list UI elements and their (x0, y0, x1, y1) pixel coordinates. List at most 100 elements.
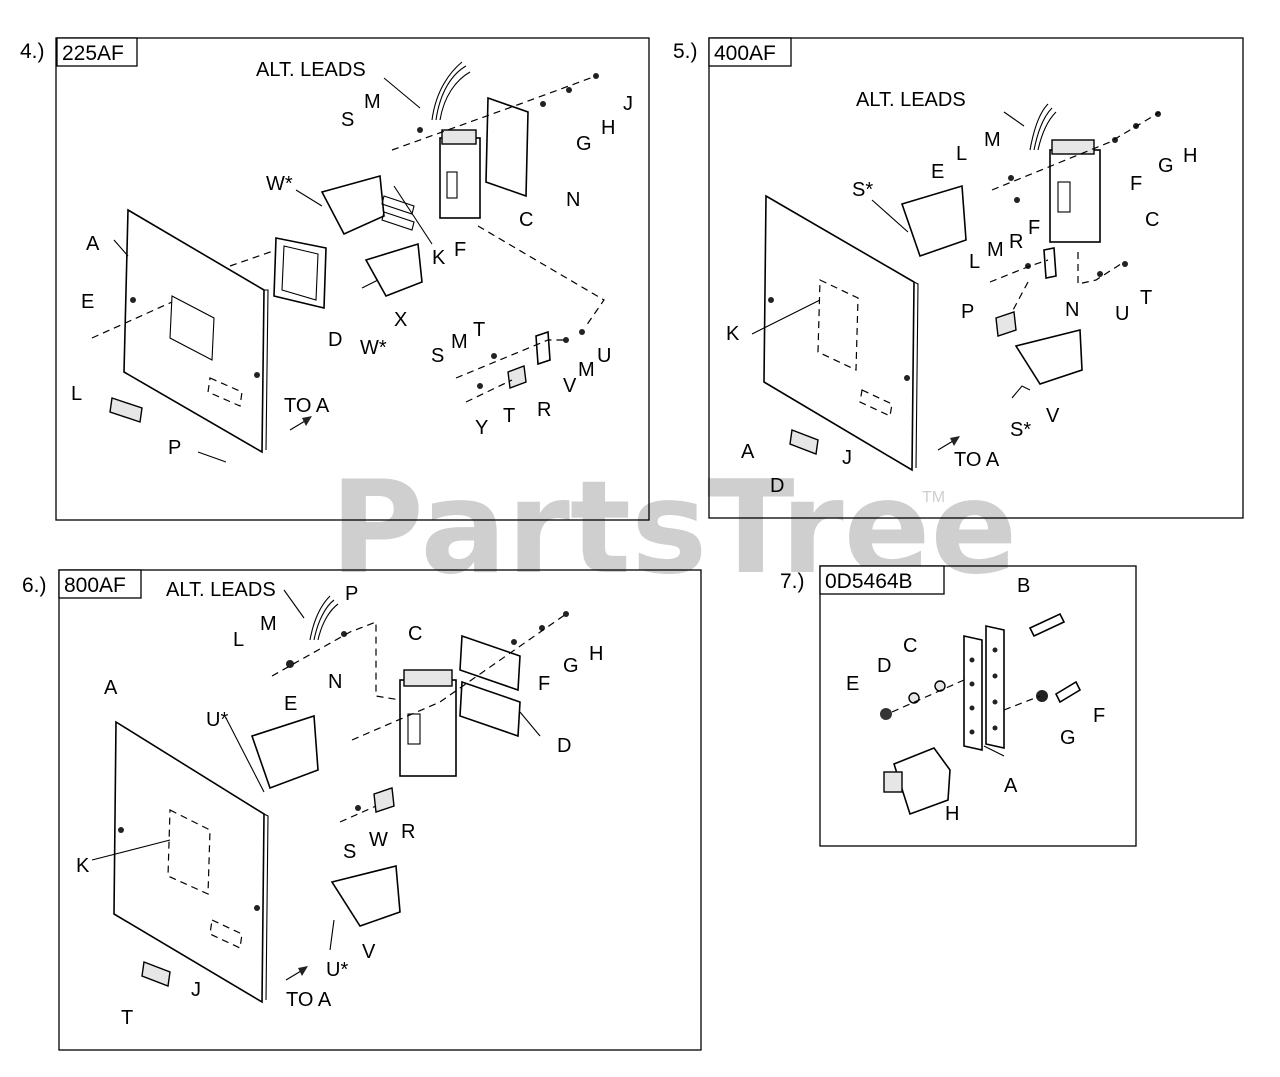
label-n: N (566, 189, 580, 211)
label-alt-leads: ALT. LEADS (856, 89, 966, 111)
plate-knockout (209, 919, 243, 949)
label-a: A (1004, 775, 1018, 797)
leader-line (751, 299, 821, 335)
bus-hole (992, 673, 998, 679)
label-s: S (431, 345, 444, 367)
nut (880, 708, 892, 720)
bus-hole (969, 705, 975, 711)
plate-cutout (817, 279, 859, 371)
label-h: H (1183, 145, 1197, 167)
panel-code: 800AF (64, 574, 126, 597)
label-a: A (104, 677, 118, 699)
assembly-line (465, 379, 513, 403)
label-g: G (563, 655, 579, 677)
leader-line (983, 745, 1005, 757)
bracket (535, 330, 551, 366)
bus-hole (992, 647, 998, 653)
panel-code: 400AF (714, 42, 776, 65)
hardware (1122, 261, 1128, 267)
panel-code: 225AF (62, 42, 124, 65)
label-r: R (401, 821, 415, 843)
arrow-head (302, 416, 312, 426)
leader-line (91, 839, 171, 861)
lug (373, 787, 395, 813)
barrier-plate (459, 680, 521, 738)
hardware (1008, 175, 1014, 181)
label-v: V (362, 941, 376, 963)
label-s-star: S* (852, 179, 873, 201)
label-h: H (601, 117, 615, 139)
label-f: F (454, 239, 466, 261)
hardware (1014, 197, 1020, 203)
leader-line (1003, 111, 1025, 127)
watermark-trademark: TM (922, 489, 945, 506)
grille (141, 961, 171, 987)
hardware (1097, 271, 1103, 277)
label-s: S (343, 841, 356, 863)
terminal-cover (250, 714, 319, 790)
panel-400af: 5.) 400AF ALT. (673, 37, 1244, 519)
leader-line (519, 711, 541, 737)
lug (507, 365, 527, 389)
leader-line (1011, 385, 1031, 399)
circuit-breaker (399, 679, 457, 777)
label-l: L (956, 143, 967, 165)
assembly-line (229, 249, 277, 267)
hardware (286, 660, 294, 668)
plate-hole (904, 375, 910, 381)
hardware (341, 631, 347, 637)
nut (1036, 690, 1048, 702)
assembly-line (991, 111, 1161, 191)
label-f: F (1130, 173, 1142, 195)
label-t: T (1140, 287, 1152, 309)
label-n: N (328, 671, 342, 693)
label-b: B (1017, 575, 1030, 597)
label-v: V (1046, 405, 1060, 427)
plate-cutout (169, 295, 215, 361)
label-y: Y (475, 417, 488, 439)
insert (381, 211, 415, 231)
plate-hole (768, 297, 774, 303)
panel-number: 7.) (780, 570, 805, 593)
plate-edge (263, 813, 269, 1001)
panel-frame (819, 565, 1137, 847)
terminal-cover (364, 242, 423, 297)
panel-code-box (708, 37, 792, 67)
label-m: M (260, 613, 277, 635)
assembly-line (455, 339, 566, 379)
label-s-star: S* (1010, 419, 1031, 441)
alt-leads-wires (309, 595, 339, 641)
label-c: C (408, 623, 422, 645)
label-k: K (432, 247, 446, 269)
label-j: J (191, 979, 201, 1001)
label-u-star: U* (206, 709, 228, 731)
label-w-star: W* (266, 173, 293, 195)
leader-line (871, 199, 909, 233)
label-j: J (842, 447, 852, 469)
label-n: N (1065, 299, 1079, 321)
mounting-plate (113, 720, 265, 1004)
assembly-line (339, 805, 377, 823)
grille (109, 397, 143, 423)
label-t: T (473, 319, 485, 341)
panel-code: 0D5464B (825, 570, 913, 593)
label-m: M (364, 91, 381, 113)
label-v: V (563, 375, 577, 397)
label-e: E (931, 161, 944, 183)
label-d: D (557, 735, 571, 757)
assembly-line (391, 75, 597, 151)
hardware (417, 127, 423, 133)
hardware (563, 337, 569, 343)
label-r: R (1009, 231, 1023, 253)
label-c: C (519, 209, 533, 231)
assembly-line (1003, 695, 1041, 711)
label-g: G (1158, 155, 1174, 177)
breaker-handle (407, 713, 421, 745)
panel-225af: 4.) 225AF (20, 37, 650, 521)
plate-hole (118, 827, 124, 833)
bus-hole (992, 699, 998, 705)
breaker-handle (446, 171, 458, 199)
label-alt-leads: ALT. LEADS (256, 59, 366, 81)
leader-line (197, 451, 227, 463)
